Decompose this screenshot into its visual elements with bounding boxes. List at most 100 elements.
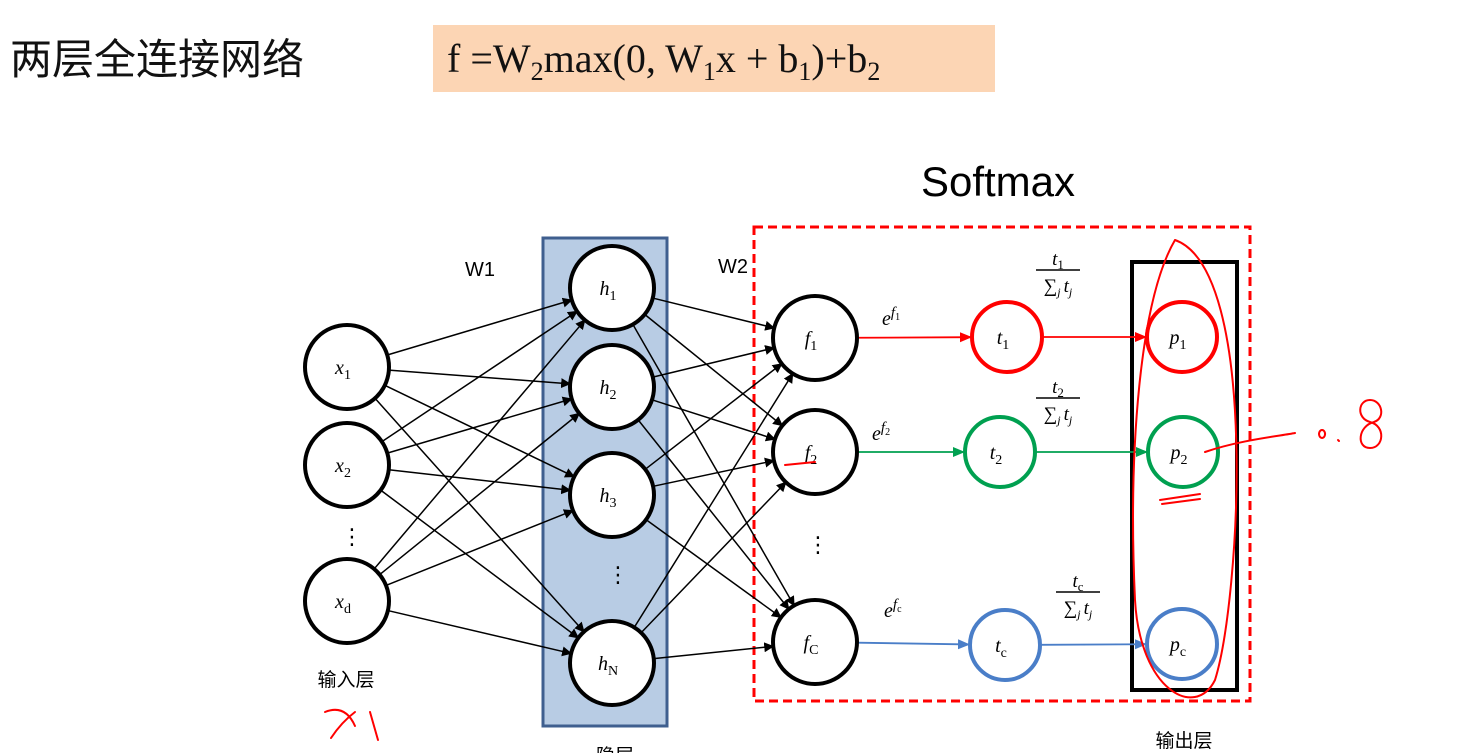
score-node-circle (771, 598, 859, 686)
hidden-node-label: h2 (600, 377, 617, 403)
input-node-circle (303, 557, 391, 645)
prob-node-label: p1 (1168, 327, 1187, 353)
score-node-label: f2 (805, 442, 818, 468)
annotation-arrow (1204, 432, 1296, 453)
score-node: f2 (771, 408, 859, 496)
output-layer-label: 输出层 (1155, 730, 1212, 752)
exp-node: t1 (970, 300, 1044, 374)
input-node: x1 (303, 323, 391, 411)
connection-arrow (653, 642, 775, 660)
connection-arrow (1040, 639, 1148, 650)
connection-arrow (651, 399, 776, 442)
connection-arrow (652, 457, 775, 488)
exp-label: ef1 (882, 305, 900, 330)
input-node: x2 (303, 421, 391, 509)
formula-part: 1 (702, 57, 716, 86)
hidden-node-circle (568, 451, 656, 539)
connection-arrow (856, 639, 971, 650)
formula-part: 2 (867, 57, 881, 86)
exp-node-circle (970, 300, 1044, 374)
connection-arrow (381, 310, 578, 443)
connection-arrow (637, 419, 790, 610)
score-node-label: f1 (805, 328, 818, 354)
annotation-oval (1132, 239, 1238, 699)
softmax-box (752, 225, 1252, 703)
connection-arrow (640, 481, 787, 634)
handwritten-annotations (324, 239, 1383, 741)
w1-label: W1 (465, 259, 495, 281)
formula-part: max(0, W (543, 36, 703, 81)
prob-node-circle (1146, 415, 1220, 489)
exp-node: tc (968, 608, 1042, 682)
softmax-title: Softmax (921, 158, 1075, 205)
hidden-node-label: h3 (600, 485, 617, 511)
prob-node: p1 (1145, 300, 1219, 374)
hidden-node: h2 (568, 343, 656, 431)
formula: f =W2max(0, W1x + b1)+b2 (433, 25, 995, 92)
fraction-numerator: tc (1072, 571, 1083, 594)
exp-node-circle (968, 608, 1042, 682)
input-node: xd (303, 557, 391, 645)
fraction-numerator: t1 (1052, 249, 1064, 272)
connection-arrow (384, 384, 576, 478)
prob-node-circle (1145, 300, 1219, 374)
connection-arrow (387, 297, 573, 356)
connection-arrow (645, 519, 782, 618)
connection-arrow (644, 313, 784, 427)
connection-arrow (652, 297, 776, 331)
prob-node: p2 (1146, 415, 1220, 489)
hidden-node: h1 (568, 244, 656, 332)
exp-node-label: tc (995, 635, 1007, 661)
input-node-label: x2 (334, 455, 351, 481)
input-node-label: x1 (334, 357, 351, 383)
hidden-node: hN (568, 619, 656, 707)
fraction-numerator: t2 (1052, 377, 1064, 400)
input-layer-label: 输入层 (317, 669, 374, 691)
exp-node-label: t1 (997, 327, 1010, 353)
slide-title: 两层全连接网络 (10, 35, 305, 84)
annotation-value (1318, 399, 1383, 450)
connection-arrow (856, 332, 973, 343)
hidden-layer-label: 隐层 (596, 745, 634, 753)
formula-part: x + b (715, 36, 799, 81)
exp-node: t2 (963, 415, 1037, 489)
formula-part: 1 (798, 57, 812, 86)
score-node-label: fC (804, 632, 819, 658)
score-ellipsis: ⋮ (807, 533, 829, 558)
exp-node-label: t2 (990, 442, 1003, 468)
connection-arrow (644, 363, 783, 470)
connection-arrow (632, 324, 795, 607)
formula-part: 2 (530, 57, 544, 86)
hidden-node-circle (568, 619, 656, 707)
connection-arrow (385, 509, 574, 587)
prob-node-label: p2 (1169, 442, 1188, 468)
hidden-node-circle (568, 244, 656, 332)
connection-arrow (379, 412, 581, 576)
exp-node-circle (963, 415, 1037, 489)
input-node-circle (303, 421, 391, 509)
connection-arrow (374, 397, 585, 633)
annotation-x1 (324, 708, 379, 741)
input-node-circle (303, 323, 391, 411)
hidden-node: h3 (568, 451, 656, 539)
prob-node-label: pc (1168, 634, 1186, 660)
formula-part: )+b (811, 36, 868, 81)
connection-arrow (380, 489, 580, 639)
formula-part: f (447, 36, 461, 81)
score-node: f1 (771, 294, 859, 382)
prob-node: pc (1145, 607, 1219, 681)
connection-arrow (373, 319, 586, 570)
connection-arrow (387, 396, 573, 454)
annotation-underline (784, 461, 1201, 505)
hidden-ellipsis: ⋮ (607, 563, 629, 588)
formula-part: =W (460, 36, 531, 81)
score-node-circle (771, 408, 859, 496)
score-node-circle (771, 294, 859, 382)
hidden-node-label: hN (598, 653, 618, 679)
